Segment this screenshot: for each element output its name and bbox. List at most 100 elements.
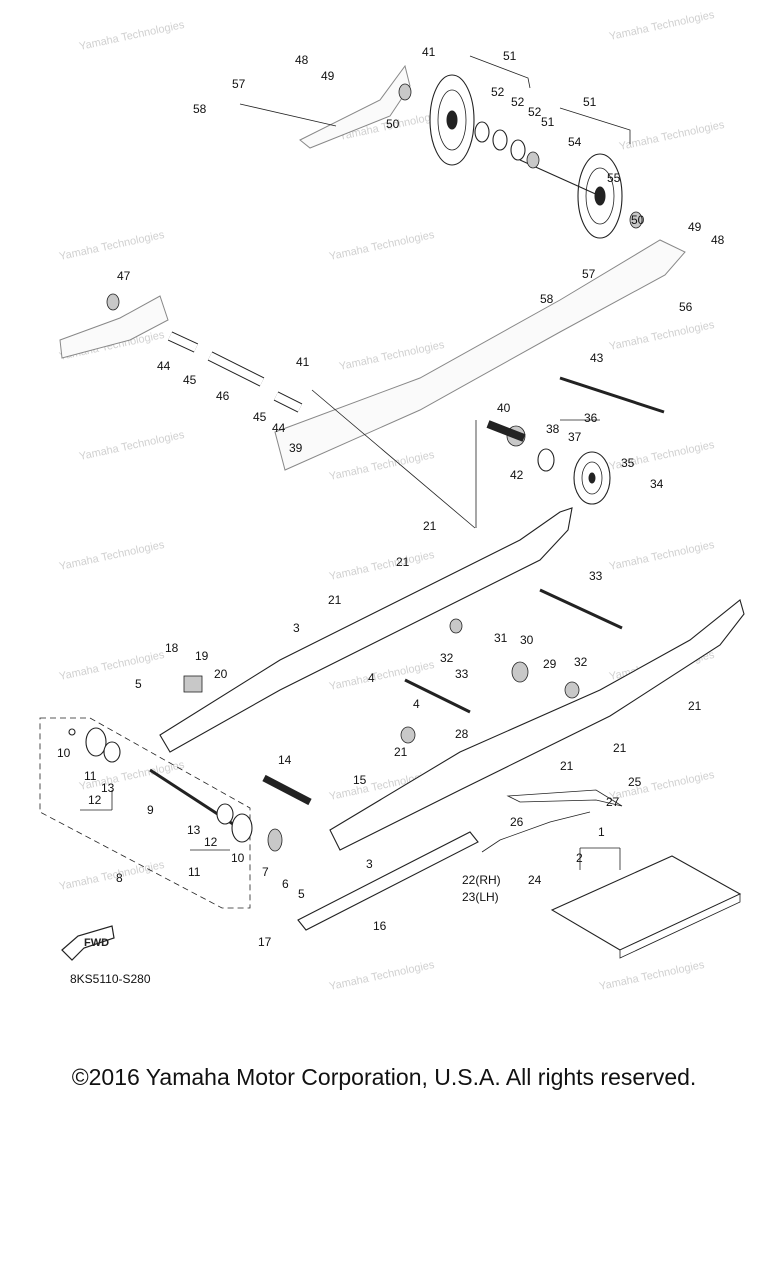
main-rail-right xyxy=(329,599,745,851)
part-label: 24 xyxy=(528,873,542,887)
part-label: 56 xyxy=(679,300,693,314)
part-label: 20 xyxy=(214,667,228,681)
part-label: 11 xyxy=(84,769,97,783)
upper-left-rail xyxy=(59,64,411,359)
part-label: 7 xyxy=(262,865,269,879)
part-label: 52 xyxy=(491,85,505,99)
part-label: 28 xyxy=(455,727,469,741)
assembly-box xyxy=(39,717,251,909)
main-rail-left xyxy=(159,507,573,753)
watermark: Yamaha Technologies xyxy=(608,9,716,43)
fwd-label: FWD xyxy=(84,937,109,949)
part-label: 38 xyxy=(546,422,560,436)
part-label: 11 xyxy=(188,865,201,879)
part-label: 46 xyxy=(216,389,230,403)
part-label: 29 xyxy=(543,657,557,671)
part-label: 21 xyxy=(560,759,574,773)
shafts-upper xyxy=(167,331,665,442)
watermark: Yamaha Technologies xyxy=(328,549,436,583)
part-label: 45 xyxy=(253,410,267,424)
part-label: 33 xyxy=(455,667,469,681)
part-label: 17 xyxy=(258,935,272,949)
part-label: 12 xyxy=(88,793,102,807)
part-label: 21 xyxy=(328,593,342,607)
watermark: Yamaha Technologies xyxy=(328,229,436,263)
part-label: 13 xyxy=(187,823,201,837)
part-label: 21 xyxy=(394,745,408,759)
part-label: 49 xyxy=(688,220,702,234)
part-label: 19 xyxy=(195,649,209,663)
part-label: 57 xyxy=(582,267,596,281)
part-label: 51 xyxy=(583,95,597,109)
part-label: 54 xyxy=(568,135,582,149)
part-label: 3 xyxy=(366,857,373,871)
part-label: 32 xyxy=(440,651,454,665)
part-label: 13 xyxy=(101,781,115,795)
rear-axle-wheels xyxy=(68,727,283,852)
watermark: Yamaha Technologies xyxy=(608,539,716,573)
watermark: Yamaha Technologies xyxy=(58,859,166,893)
part-label: 41 xyxy=(422,45,436,59)
watermark: Yamaha Technologies xyxy=(58,649,166,683)
watermark: Yamaha Technologies xyxy=(338,339,446,373)
watermark: Yamaha Technologies xyxy=(598,959,706,993)
torsion-arm xyxy=(481,789,623,853)
part-label: 25 xyxy=(628,775,642,789)
part-label: 27 xyxy=(606,795,620,809)
part-label: 47 xyxy=(117,269,131,283)
fwd-arrow-icon: FWD xyxy=(61,925,115,961)
watermark: Yamaha Technologies xyxy=(58,539,166,573)
part-label: 10 xyxy=(231,851,245,865)
part-label: 14 xyxy=(278,753,292,767)
watermark: Yamaha Technologies xyxy=(618,119,726,153)
part-label: 43 xyxy=(590,351,604,365)
part-label: 42 xyxy=(510,468,524,482)
part-label: 22(RH) xyxy=(462,873,501,887)
upper-right-rail xyxy=(274,239,686,471)
part-label: 39 xyxy=(289,441,303,455)
part-label: 12 xyxy=(204,835,218,849)
part-label: 41 xyxy=(296,355,310,369)
part-label: 6 xyxy=(282,877,289,891)
part-label: 2 xyxy=(576,851,583,865)
part-label: 21 xyxy=(423,519,437,533)
part-label: 21 xyxy=(396,555,410,569)
slide-rail xyxy=(297,831,479,931)
part-label: 48 xyxy=(295,53,309,67)
part-label: 30 xyxy=(520,633,534,647)
part-label: 49 xyxy=(321,69,335,83)
part-label: 57 xyxy=(232,77,246,91)
part-label: 37 xyxy=(568,430,582,444)
part-label: 52 xyxy=(528,105,542,119)
part-label: 35 xyxy=(621,456,635,470)
part-label: 45 xyxy=(183,373,197,387)
part-label: 5 xyxy=(298,887,305,901)
part-label: 32 xyxy=(574,655,588,669)
part-label: 51 xyxy=(503,49,517,63)
part-label: 36 xyxy=(584,411,598,425)
part-labels: 1233445567891010111112121313141516171819… xyxy=(57,45,725,949)
part-label: 33 xyxy=(589,569,603,583)
watermark: Yamaha Technologies xyxy=(328,449,436,483)
watermark: Yamaha Technologies xyxy=(78,19,186,53)
part-label: 18 xyxy=(165,641,179,655)
part-label: 44 xyxy=(157,359,171,373)
copyright-notice: ©2016 Yamaha Motor Corporation, U.S.A. A… xyxy=(71,1064,697,1090)
part-label: 26 xyxy=(510,815,524,829)
part-label: 15 xyxy=(353,773,367,787)
watermark: Yamaha Technologies xyxy=(78,429,186,463)
part-label: 50 xyxy=(386,117,400,131)
track xyxy=(550,855,742,959)
watermark: Yamaha Technologies xyxy=(328,959,436,993)
part-label: 21 xyxy=(613,741,627,755)
leader-lines xyxy=(80,55,631,870)
part-label: 8 xyxy=(116,871,123,885)
watermark: Yamaha Technologies xyxy=(608,769,716,803)
part-label: 31 xyxy=(494,631,508,645)
part-label: 9 xyxy=(147,803,154,817)
part-label: 52 xyxy=(511,95,525,109)
part-label: 1 xyxy=(598,825,605,839)
part-label: 50 xyxy=(631,213,645,227)
part-label: 4 xyxy=(413,697,420,711)
